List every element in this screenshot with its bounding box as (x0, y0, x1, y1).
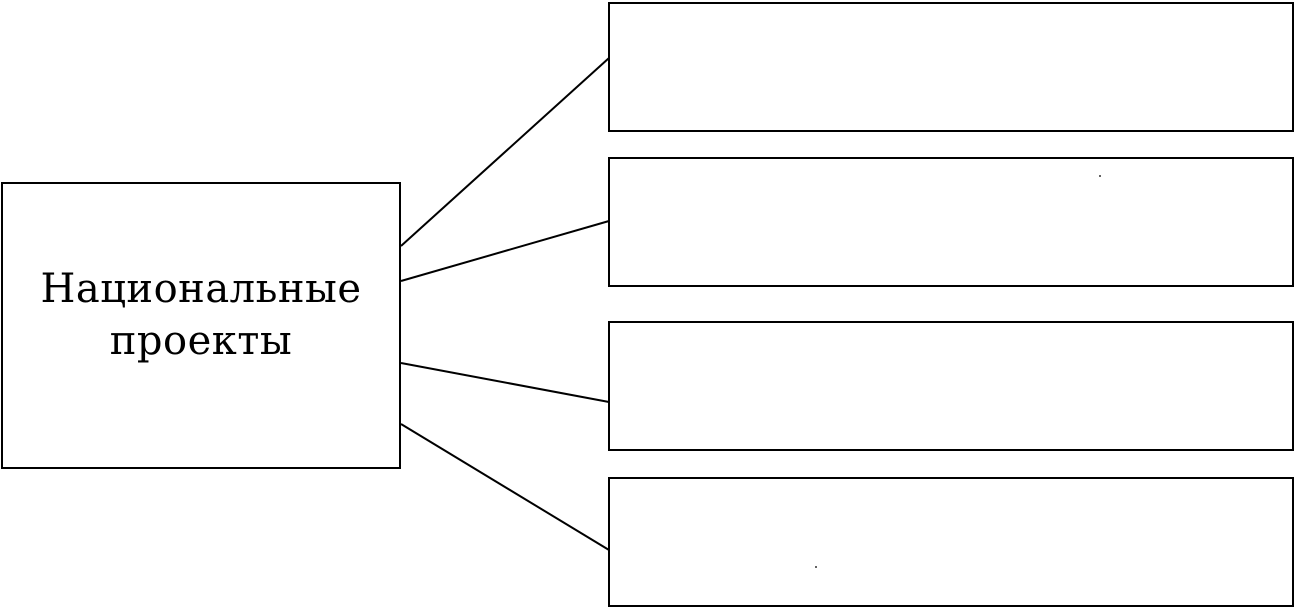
branch-box-4 (608, 477, 1294, 607)
root-node-label-line1: Национальные (40, 265, 362, 312)
branch-box-1 (608, 2, 1294, 132)
root-node-label-line2: проекты (109, 317, 293, 364)
connector-line-2 (400, 220, 610, 282)
connector-line-3 (400, 362, 610, 403)
branch-box-2 (608, 157, 1294, 287)
root-node-label: Национальные проекты (40, 263, 361, 367)
connector-line-1 (400, 57, 610, 247)
root-node-box: Национальные проекты (1, 182, 401, 469)
scan-speck (815, 566, 817, 568)
connector-line-4 (400, 423, 610, 551)
branch-box-3 (608, 321, 1294, 451)
scan-speck (1099, 175, 1101, 177)
